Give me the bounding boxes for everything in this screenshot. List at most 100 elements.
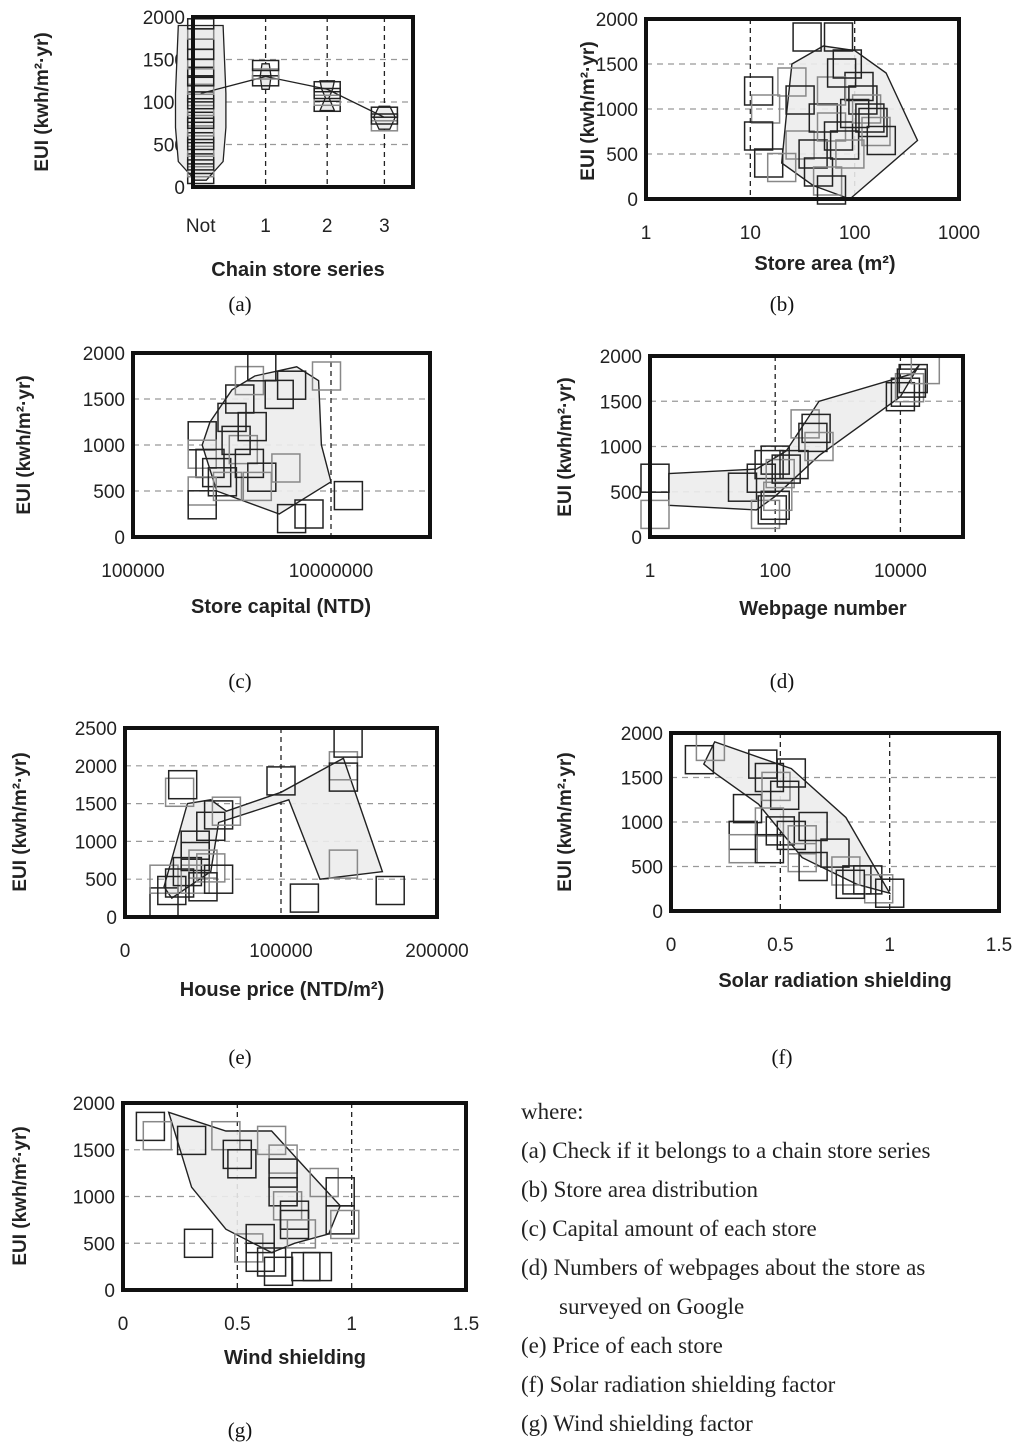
panel-g-point bbox=[176, 1125, 207, 1156]
panel-a-point bbox=[186, 165, 215, 178]
panel-f-point bbox=[754, 762, 785, 793]
panel-b-point bbox=[839, 98, 870, 129]
panel-a-frame bbox=[191, 15, 415, 189]
panel-d-ylabel: EUI (kwh/m²·yr) bbox=[555, 377, 576, 516]
panel-c-xtick: 10000000 bbox=[289, 561, 374, 582]
panel-a-xtick: 1 bbox=[260, 216, 271, 237]
panel-d-point bbox=[771, 454, 801, 484]
panel-b-point bbox=[823, 121, 854, 151]
panel-c-point bbox=[333, 480, 364, 511]
panel-b-point bbox=[766, 152, 797, 183]
panel-g-xtick: 0.5 bbox=[224, 1314, 250, 1335]
panel-a-ytick: 1500 bbox=[143, 51, 185, 72]
legend-title: where: bbox=[521, 1099, 584, 1124]
panel-d-xtick: 100 bbox=[759, 561, 791, 582]
panel-b-label: (b) bbox=[770, 292, 795, 316]
panel-e-point bbox=[167, 769, 198, 800]
panel-a-point bbox=[186, 91, 215, 103]
legend-item-g: (g) Wind shielding factor bbox=[521, 1411, 753, 1436]
panel-e-point bbox=[328, 762, 359, 792]
panel-e-point bbox=[203, 800, 234, 830]
panel-e-distribution-hull bbox=[163, 757, 384, 900]
panel-a-point bbox=[370, 113, 399, 125]
panel-a-point bbox=[186, 111, 215, 124]
panel-b-point bbox=[803, 157, 834, 187]
panel-d-point bbox=[760, 490, 790, 521]
panel-f-point bbox=[769, 780, 800, 811]
panel-d-point bbox=[763, 481, 793, 512]
panel-f-ylabel: EUI (kwh/m²·yr) bbox=[555, 752, 576, 891]
panel-b-point bbox=[832, 49, 863, 79]
panel-f-point bbox=[754, 833, 785, 864]
panel-e-point bbox=[180, 864, 210, 894]
panel-a-point bbox=[313, 80, 341, 93]
panel-c-point bbox=[276, 370, 307, 400]
panel-e-point bbox=[203, 864, 234, 894]
panel-e-point bbox=[157, 875, 187, 906]
panel-e-point bbox=[211, 796, 242, 826]
panel-c-point bbox=[207, 467, 238, 497]
panel-g-ylabel: EUI (kwh/m²·yr) bbox=[10, 1126, 31, 1265]
panel-b-xtick: 1000 bbox=[938, 223, 980, 244]
panel-f-point bbox=[820, 838, 850, 868]
panel-b-xtick: 10 bbox=[740, 223, 761, 244]
panel-b-point bbox=[835, 139, 865, 169]
panel-g-point bbox=[286, 1219, 317, 1249]
panel-b-xtick: 100 bbox=[839, 223, 871, 244]
panel-b-point bbox=[777, 67, 807, 97]
panel-b-point bbox=[861, 116, 891, 147]
panel-e-xlabel: House price (NTD/m²) bbox=[180, 979, 384, 1001]
panel-g-point bbox=[256, 1247, 287, 1277]
panel-b-point bbox=[866, 125, 897, 156]
panel-a-xtick: 3 bbox=[379, 216, 390, 237]
panel-a-point bbox=[313, 100, 341, 113]
panel-d-ytick: 0 bbox=[631, 528, 642, 549]
panel-a-point bbox=[370, 120, 399, 132]
legend-item-b: (b) Store area distribution bbox=[521, 1177, 758, 1202]
panel-g-xtick: 1.5 bbox=[453, 1314, 479, 1335]
panel-f-xtick: 1 bbox=[884, 935, 895, 956]
panel-a-trend-line bbox=[200, 75, 385, 118]
panel-c-ytick: 2000 bbox=[83, 344, 125, 365]
panel-b-point bbox=[812, 166, 843, 196]
panel-a-point bbox=[251, 68, 280, 80]
panel-e-point bbox=[196, 853, 226, 883]
panel-e-ytick: 2000 bbox=[75, 757, 117, 778]
panel-g-ytick: 2000 bbox=[73, 1094, 115, 1115]
panel-a-point bbox=[186, 104, 215, 117]
panel-b-frame bbox=[644, 17, 961, 201]
panel-a-point bbox=[186, 66, 215, 79]
legend-item-c: (c) Capital amount of each store bbox=[521, 1216, 817, 1241]
panel-b-xlabel: Store area (m²) bbox=[754, 253, 895, 275]
panel-g-point bbox=[279, 1209, 310, 1240]
panel-e-xtick: 200000 bbox=[405, 941, 468, 962]
panel-f-ytick: 0 bbox=[652, 902, 663, 923]
panel-b-point bbox=[823, 22, 854, 52]
panel-e-ytick: 0 bbox=[106, 908, 117, 929]
panel-g-ytick: 500 bbox=[83, 1234, 115, 1255]
panel-e-xtick: 100000 bbox=[249, 941, 312, 962]
panel-f-xtick: 0 bbox=[666, 935, 677, 956]
panel-c-point bbox=[242, 471, 273, 502]
panel-e-label: (e) bbox=[228, 1045, 251, 1069]
panel-a-xlabel: Chain store series bbox=[211, 259, 384, 281]
panel-g-xtick: 1 bbox=[346, 1314, 357, 1335]
panel-d-xlabel: Webpage number bbox=[739, 598, 907, 620]
panel-b-ytick: 2000 bbox=[596, 10, 638, 31]
panel-g-point bbox=[211, 1120, 241, 1151]
panel-a-label: (a) bbox=[228, 292, 251, 316]
panel-e-point bbox=[172, 856, 203, 887]
panel-d-point bbox=[640, 499, 670, 530]
legend-item-a: (a) Check if it belongs to a chain store… bbox=[521, 1138, 931, 1163]
panel-e-ytick: 1500 bbox=[75, 795, 117, 816]
panel-c-ytick: 1000 bbox=[83, 436, 125, 457]
panel-e-ytick: 500 bbox=[85, 870, 117, 891]
panel-a-point bbox=[313, 94, 341, 107]
panel-d-ytick: 1000 bbox=[600, 438, 642, 459]
panel-a-point bbox=[251, 59, 280, 72]
panel-d-xtick: 1 bbox=[645, 561, 656, 582]
panel-e-point bbox=[164, 868, 195, 898]
panel-c-label: (c) bbox=[228, 669, 251, 693]
panel-c-point bbox=[187, 490, 217, 520]
panel-d-point bbox=[754, 449, 784, 480]
